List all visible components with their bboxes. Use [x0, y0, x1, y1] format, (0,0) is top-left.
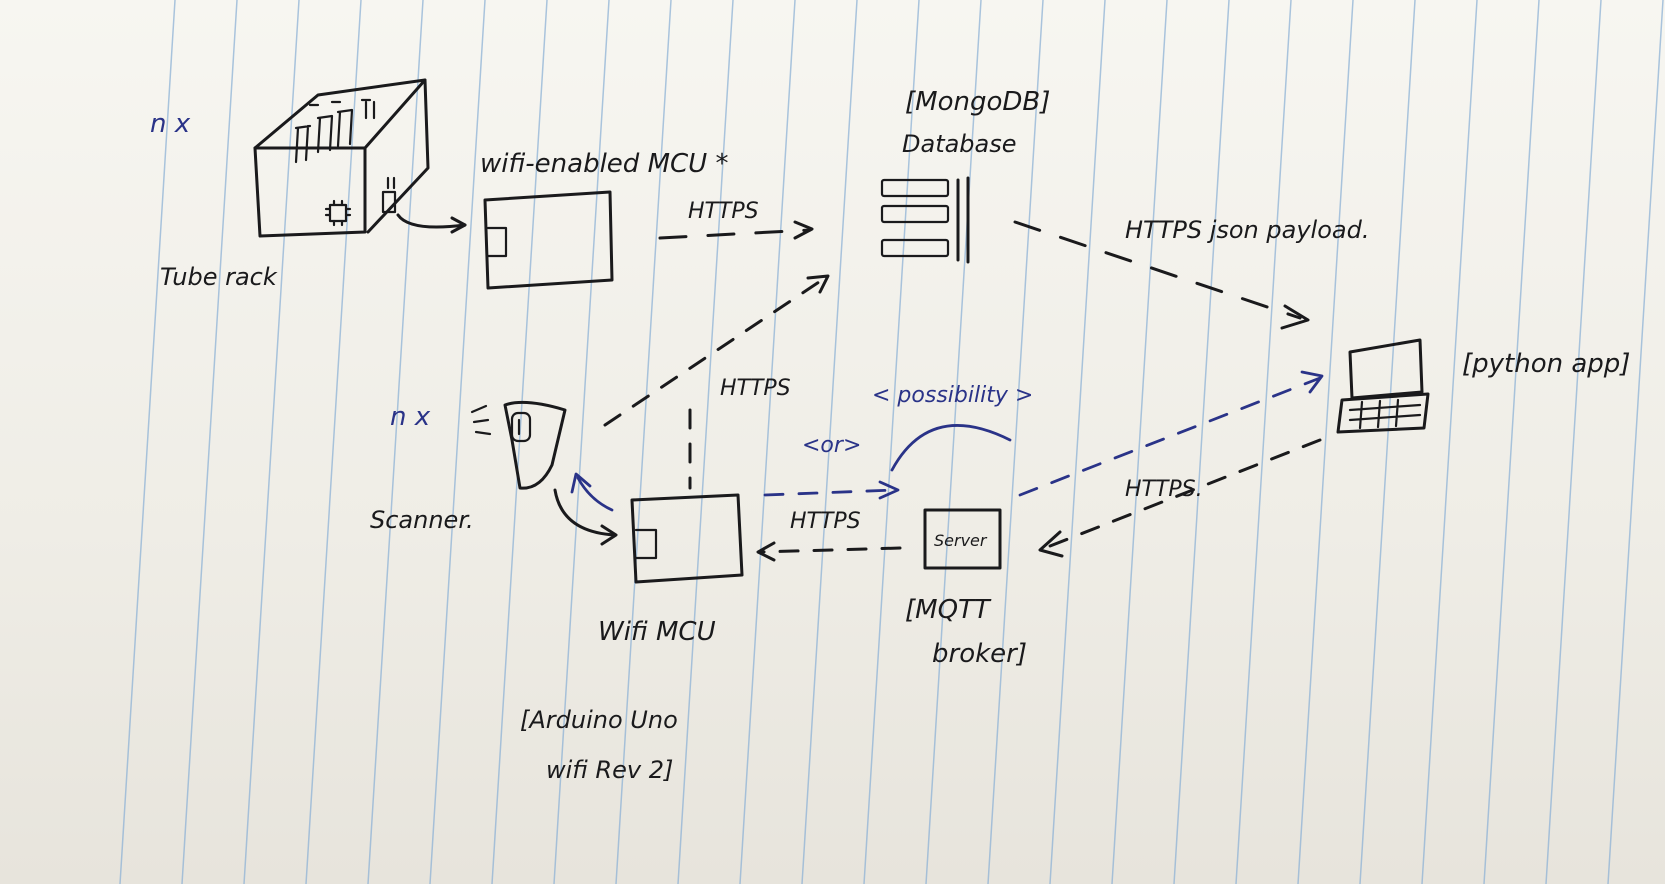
- scanner-count: n x: [390, 402, 431, 432]
- rack-to-mcu-arrow: [396, 213, 467, 229]
- mcu-bottom-icon: [630, 493, 744, 584]
- arrowhead: [793, 220, 814, 240]
- db-to-app-edge: [1013, 220, 1302, 320]
- server-tech-line1: [MQTT: [905, 595, 992, 625]
- mcu-to-db-edge: [658, 228, 812, 240]
- tube-rack-label: Tube rack: [160, 263, 278, 291]
- rule-line: [1483, 0, 1540, 884]
- tube-rack-count: n x: [150, 109, 191, 139]
- rule-line: [305, 0, 362, 884]
- mcu-bottom-tech-line2: wifi Rev 2]: [546, 756, 673, 784]
- possibility-bracket: [890, 424, 1012, 472]
- rule-line: [863, 0, 920, 884]
- arrowhead: [1280, 304, 1310, 330]
- rule-line: [1235, 0, 1292, 884]
- server-icon: Server: [923, 508, 1002, 570]
- rule-line: [987, 0, 1044, 884]
- arrowhead: [600, 524, 618, 546]
- rule-line: [1545, 0, 1602, 884]
- scanner-icon: [470, 400, 567, 490]
- or-label: <or>: [802, 433, 861, 458]
- rule-line: [925, 0, 982, 884]
- mcu-bottom-to-db-label: HTTPS: [720, 376, 791, 401]
- mcu-bottom-to-db-edge: [603, 276, 827, 427]
- arrowhead: [570, 472, 592, 494]
- rule-line: [181, 0, 238, 884]
- mcu-top-icon: [483, 190, 614, 290]
- arrowhead: [756, 541, 776, 562]
- rule-line: [1421, 0, 1478, 884]
- app-to-server-edge: [1043, 438, 1322, 550]
- rule-line: [553, 0, 610, 884]
- database-icon: [880, 176, 970, 264]
- mcu-to-server-edge: [763, 488, 897, 497]
- server-box-label: Server: [934, 531, 988, 550]
- rule-line: [1173, 0, 1230, 884]
- db-to-app-label: HTTPS json payload.: [1125, 216, 1369, 244]
- possibility-label: < possibility >: [872, 383, 1033, 408]
- rule-line: [119, 0, 176, 884]
- rule-line: [801, 0, 858, 884]
- app-to-server-label: HTTPS.: [1125, 477, 1203, 502]
- mcu-bottom-tech-line1: [Arduino Uno: [520, 706, 678, 734]
- arrowhead: [1038, 530, 1064, 558]
- rule-line: [677, 0, 734, 884]
- scanner-to-mcu-arrow: [553, 488, 617, 537]
- ruled-lines: [119, 0, 1664, 884]
- laptop-icon: [1336, 338, 1430, 434]
- mcu-bottom-label: Wifi MCU: [598, 617, 716, 647]
- rule-line: [1607, 0, 1664, 884]
- rule-line: [615, 0, 672, 884]
- database-tech: [MongoDB]: [905, 87, 1050, 117]
- arrowhead: [806, 274, 830, 294]
- mcu-top-label: wifi-enabled MCU *: [480, 149, 728, 179]
- mcu-to-scanner-arrow: [576, 476, 614, 512]
- database-label: Database: [902, 130, 1017, 158]
- mcu-to-db-label: HTTPS: [688, 199, 759, 224]
- server-to-mcu-label: HTTPS: [790, 509, 861, 534]
- server-tech-line2: broker]: [932, 639, 1027, 669]
- rule-line: [429, 0, 486, 884]
- rule-line: [1297, 0, 1354, 884]
- rule-line: [367, 0, 424, 884]
- scanner-label: Scanner.: [370, 506, 474, 534]
- arrowhead: [1300, 370, 1324, 394]
- arrowhead: [878, 480, 900, 500]
- rule-line: [739, 0, 796, 884]
- arrowhead: [450, 216, 467, 234]
- server-to-mcu-edge: [758, 546, 902, 554]
- python-app-label: [python app]: [1462, 349, 1630, 379]
- rule-line: [1049, 0, 1106, 884]
- rule-line: [1111, 0, 1168, 884]
- rule-line: [1359, 0, 1416, 884]
- tube-rack-icon: [253, 78, 430, 238]
